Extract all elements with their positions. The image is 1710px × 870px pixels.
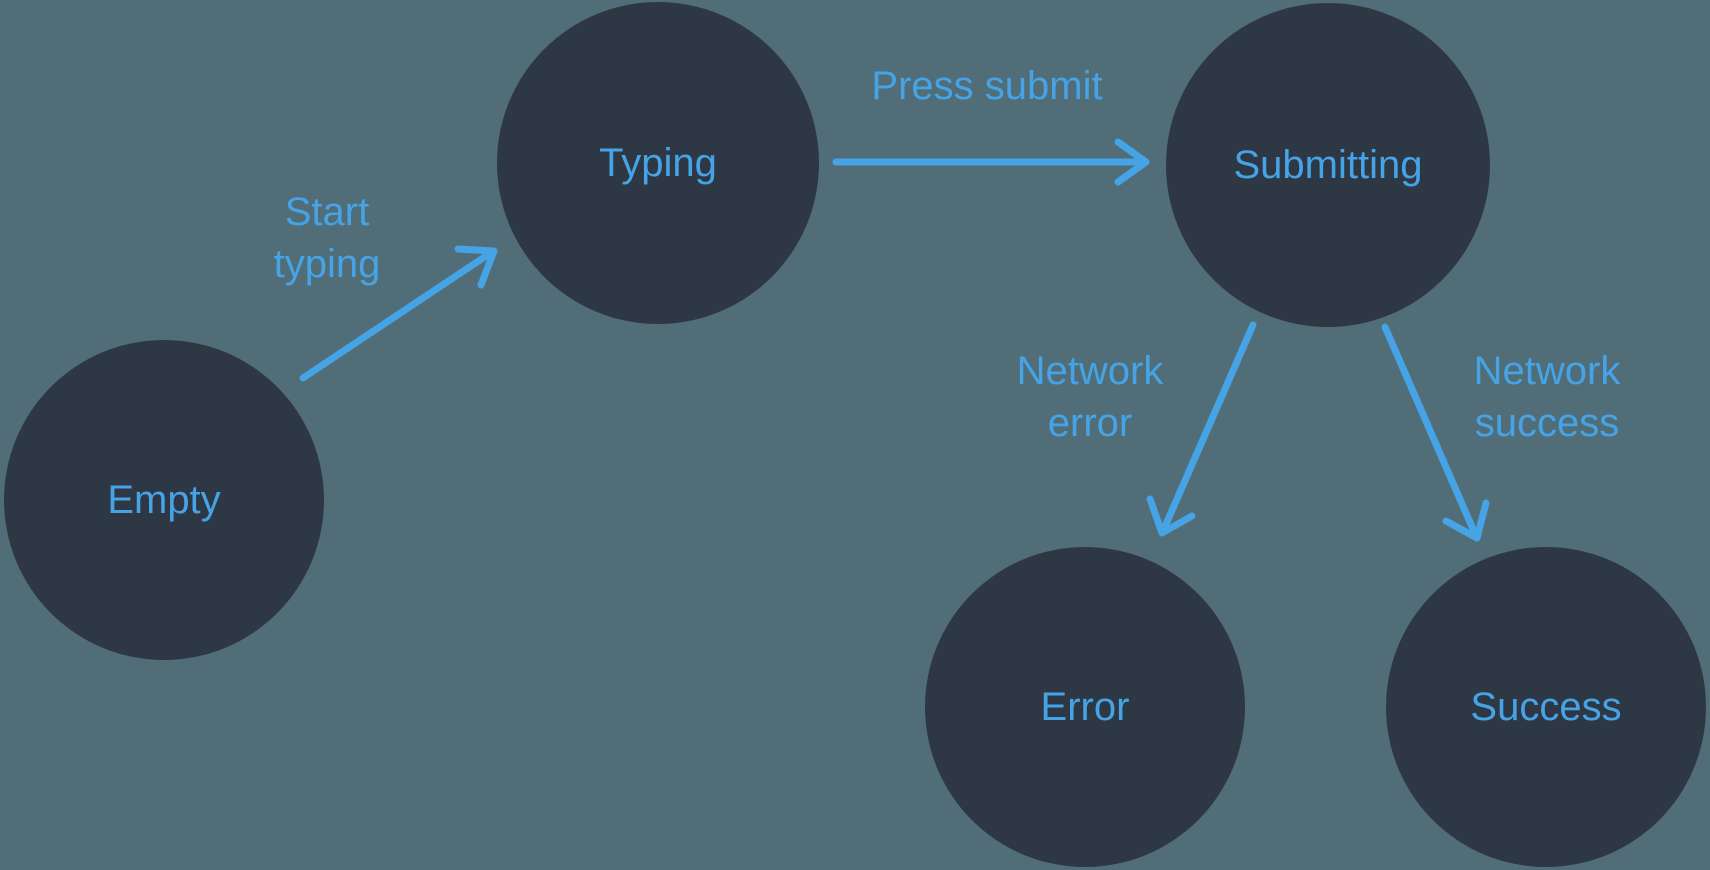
arrow-network-success-head	[1442, 499, 1490, 542]
arrow-network-error-shaft	[1159, 321, 1257, 535]
state-node-empty: Empty	[4, 340, 324, 660]
arrow-start-typing-shaft	[299, 248, 496, 382]
state-node-submitting-label: Submitting	[1233, 142, 1423, 187]
edge-label-start-typing: Start typing	[274, 186, 381, 290]
edge-label-network-success-line2: success	[1474, 401, 1620, 445]
arrow-network-error	[1146, 321, 1257, 537]
state-node-error-label: Error	[1040, 684, 1130, 729]
edge-label-start-typing-line1: Start	[284, 190, 370, 234]
state-node-submitting: Submitting	[1166, 3, 1490, 327]
state-node-error: Error	[925, 547, 1245, 867]
arrow-start-typing	[299, 245, 498, 382]
arrow-press-submit-head	[1114, 138, 1150, 186]
state-node-typing: Typing	[497, 2, 819, 324]
edge-label-network-success-line1: Network	[1473, 349, 1621, 393]
edge-label-network-success: Network success	[1474, 345, 1621, 449]
state-node-typing-label: Typing	[599, 140, 717, 185]
state-node-success-label: Success	[1470, 684, 1622, 729]
arrow-network-success-shaft	[1381, 323, 1480, 540]
edge-label-press-submit: Press submit	[871, 60, 1102, 112]
arrow-press-submit	[832, 138, 1150, 186]
arrow-start-typing-head	[454, 245, 498, 289]
arrow-network-success	[1381, 323, 1490, 542]
edge-label-press-submit-line1: Press submit	[871, 64, 1103, 108]
edge-label-start-typing-line2: typing	[273, 242, 381, 286]
edge-label-network-error-line1: Network	[1016, 349, 1164, 393]
state-node-empty-label: Empty	[107, 477, 221, 522]
state-node-success: Success	[1386, 547, 1706, 867]
edge-label-network-error-line2: error	[1047, 401, 1133, 445]
arrow-network-error-head	[1146, 495, 1196, 537]
edge-label-network-error: Network error	[1017, 345, 1164, 449]
